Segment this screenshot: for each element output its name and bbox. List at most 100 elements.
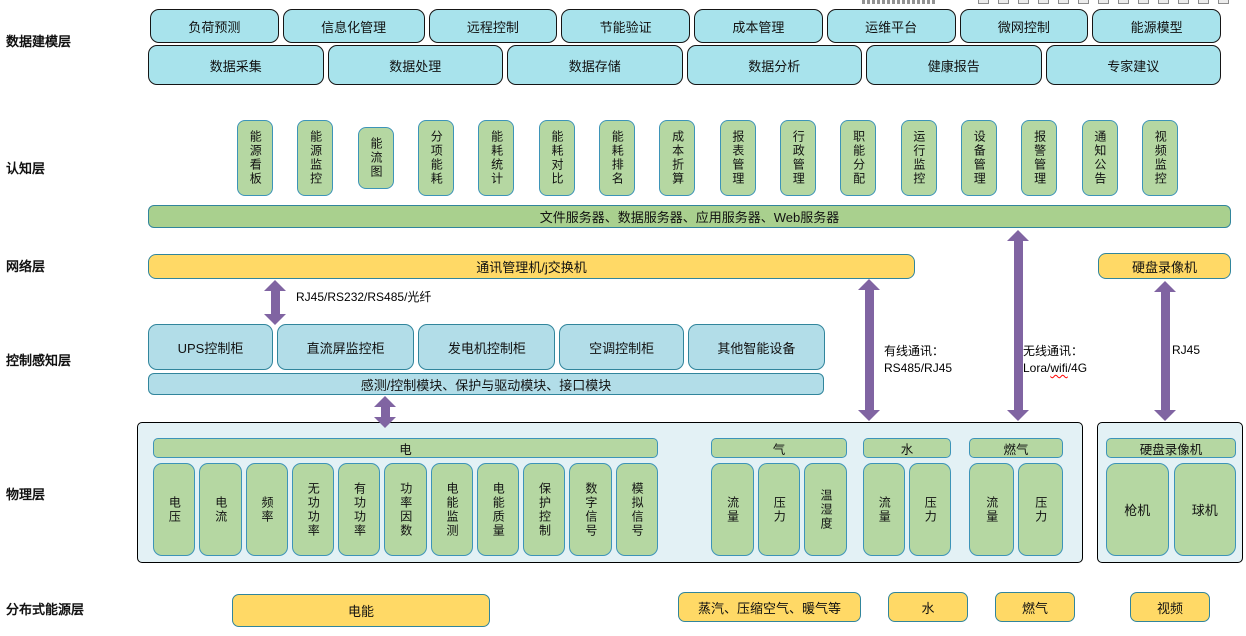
data-process-box: 健康报告 [866,45,1042,85]
modeling-app-box-label: 负荷预测 [188,19,241,35]
gas-param-box-label: 压力 [772,495,787,524]
data-process-box: 数据存储 [507,45,683,85]
control-cabinet-box: 发电机控制柜 [418,324,556,370]
cognition-app-box: 能源看板 [237,120,273,196]
modeling-app-box-label: 节能验证 [599,19,652,35]
electric-param-box: 模拟信号 [615,463,658,556]
gas-params-row: 流量 压力 温湿度 [711,463,848,556]
control-cabinet-box: UPS控制柜 [148,324,273,370]
electric-param-box: 保护控制 [523,463,566,556]
modeling-app-box-label: 运维平台 [865,19,918,35]
modeling-app-box-label: 成本管理 [732,19,785,35]
control-cabinet-row: UPS控制柜 直流屏监控柜 发电机控制柜 空调控制柜 其他智能设备 [148,324,825,370]
camera-box: 枪机 [1106,463,1169,556]
cognition-app-box: 报表管理 [719,120,756,196]
comm-manager-bar: 通讯管理机/j交换机 [148,254,915,279]
electric-param-box-label: 保护控制 [537,481,552,538]
wireless-comm-label-line1: 无线通讯： [1023,344,1084,358]
gas-param-box-label: 流量 [725,495,740,524]
cognition-app-box: 分项能耗 [417,120,454,196]
fuelgas-params-row: 流量 压力 [969,463,1063,556]
layer-label-energy: 分布式能源层 [6,602,85,617]
modeling-app-box: 负荷预测 [150,9,279,43]
cognition-app-box-label: 能源监控 [308,130,323,186]
electric-param-box: 有功功率 [338,463,381,556]
layer-label-cognition: 认知层 [6,161,46,176]
modeling-app-box-label: 能源模型 [1130,19,1183,35]
camera-box-label: 球机 [1191,503,1218,518]
cognition-app-box: 运行监控 [900,120,937,196]
group-header-fuelgas: 燃气 [969,438,1063,458]
modeling-app-box: 节能验证 [561,9,690,43]
physical-camera-container: 硬盘录像机 枪机 球机 [1097,422,1243,563]
modeling-app-box-label: 微网控制 [997,19,1050,35]
cognition-apps-row: 能源看板能源监控能流图分项能耗能耗统计能耗对比能耗排名成本折算报表管理行政管理职… [237,116,1178,200]
fuelgas-param-box: 压力 [1018,463,1063,556]
control-cabinet-box-label: 空调控制柜 [589,340,655,356]
data-process-box: 数据处理 [327,45,503,85]
layer-label-modeling: 数据建模层 [6,34,72,49]
cognition-app-box: 视频监控 [1141,120,1178,196]
modeling-app-box: 成本管理 [694,9,823,43]
wireless-comm-label-wifi: wifi [1050,361,1068,375]
electric-param-box-label: 电能监测 [445,481,460,538]
sensing-module-bar: 感测/控制模块、保护与驱动模块、接口模块 [148,373,824,395]
water-param-box-label: 流量 [877,495,892,524]
gas-param-box: 压力 [757,463,801,556]
group-header-dvr: 硬盘录像机 [1106,438,1236,458]
rj45-link-label: RJ45 [1172,343,1201,357]
modeling-app-box: 信息化管理 [282,9,425,43]
electric-param-box-label: 数字信号 [583,481,598,538]
electric-param-box-label: 功率因数 [398,481,413,538]
control-cabinet-box: 空调控制柜 [559,324,684,370]
cognition-app-box-label: 能耗对比 [549,130,564,186]
data-process-box: 数据采集 [148,45,324,85]
fuelgas-param-box-label: 压力 [1033,495,1048,524]
electric-param-box: 电能监测 [430,463,473,556]
control-cabinet-box-label: UPS控制柜 [177,340,244,356]
top-edge-text-artifact [862,0,936,4]
module-link-arrow [374,396,396,428]
cognition-app-box: 能耗对比 [538,120,575,196]
physical-main-container: 电 电压电流频率无功功率有功功率功率因数电能监测电能质量保护控制数字信号模拟信号… [137,422,1083,563]
cognition-app-box-label: 视频监控 [1153,130,1168,186]
cognition-app-box-label: 报表管理 [730,130,745,186]
gas-param-box: 流量 [711,463,754,556]
control-cabinet-box-label: 直流屏监控柜 [306,340,385,356]
modeling-app-box: 微网控制 [959,9,1089,43]
dvr-box: 硬盘录像机 [1098,253,1231,279]
modeling-app-box-label: 远程控制 [466,19,519,35]
wired-comm-label-line1: 有线通讯： [884,344,945,358]
camera-box: 球机 [1173,463,1236,556]
fiber-link-label: RJ45/RS232/RS485/光纤 [296,290,432,304]
water-param-box-label: 压力 [923,495,938,524]
cognition-app-box: 能耗排名 [598,120,635,196]
data-process-box-label: 专家建议 [1107,58,1160,74]
data-process-box-label: 数据处理 [389,58,442,74]
control-cabinet-box: 其他智能设备 [687,324,825,370]
cognition-app-box-label: 成本折算 [670,130,685,186]
modeling-app-box: 运维平台 [826,9,956,43]
layer-label-physical: 物理层 [6,487,46,502]
electric-param-box: 电能质量 [476,463,520,556]
cognition-app-box-label: 行政管理 [791,130,806,186]
electric-param-box-label: 电压 [167,495,182,524]
layer-label-control: 控制感知层 [6,353,72,368]
gas-param-box-label: 温湿度 [818,488,833,531]
cognition-app-box-label: 能耗排名 [610,130,625,186]
fuelgas-param-box-label: 流量 [984,495,999,524]
control-cabinet-box: 直流屏监控柜 [276,324,415,370]
cognition-app-box: 能源监控 [297,120,334,196]
cognition-app-box-label: 通知公告 [1092,130,1107,186]
data-process-box: 数据分析 [686,45,862,85]
data-process-box-label: 数据分析 [748,58,801,74]
wired-comm-arrow [858,279,880,421]
modeling-row-2: 数据采集 数据处理 数据存储 数据分析 健康报告 专家建议 [148,45,1221,85]
modeling-app-box-label: 信息化管理 [321,19,387,35]
group-header-water: 水 [863,438,951,458]
rj45-link-arrow [1154,281,1176,421]
cognition-app-box: 成本折算 [659,120,696,196]
cognition-app-box-label: 能源看板 [248,130,263,186]
wireless-comm-label-line2a: Lora/ [1023,361,1051,375]
